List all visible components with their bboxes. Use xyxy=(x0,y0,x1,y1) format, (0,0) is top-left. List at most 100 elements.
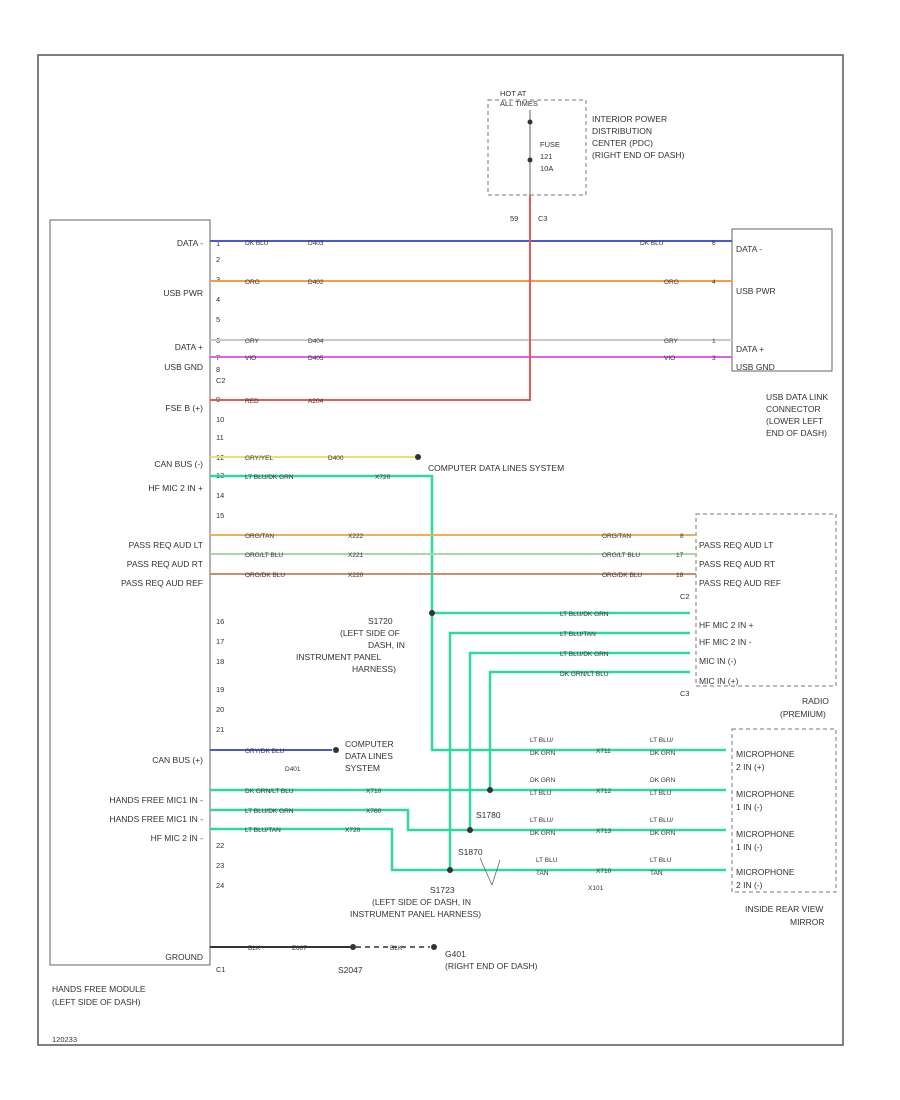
splice-leader-2 xyxy=(491,859,501,886)
splice-s1723 xyxy=(447,867,453,873)
wire-label: ORG/TAN xyxy=(602,533,631,540)
wire-label: LT BLU/TAN xyxy=(560,631,596,638)
ground-point-label: G401 xyxy=(445,949,466,959)
wire-label: DK GRN xyxy=(650,777,676,784)
wire-circuit: X221 xyxy=(348,552,364,559)
wire-circuit: D405 xyxy=(308,355,324,362)
wire-label: GRY xyxy=(664,338,679,345)
wire-label: ORG/TAN xyxy=(245,533,274,540)
radio-pin-hf-mic2-plus: HF MIC 2 IN + xyxy=(699,620,754,630)
wire-label: LT BLU/ xyxy=(650,817,673,824)
mirror-circuit: X711 xyxy=(596,748,611,755)
hfm-pin-pass-rt: PASS REQ AUD RT xyxy=(127,559,203,569)
radio-conn-c2: C2 xyxy=(680,592,690,601)
hfm-pin-mic1-b: HANDS FREE MIC1 IN - xyxy=(109,814,203,824)
wire-circuit: D404 xyxy=(308,338,324,345)
wire-circuit: X222 xyxy=(348,533,364,540)
wire-label: LT BLU/TAN xyxy=(245,827,281,834)
cdl-label-1: COMPUTER DATA LINES SYSTEM xyxy=(428,463,564,473)
pin-num: 19 xyxy=(216,685,224,694)
hfm-pin-mic1-a: HANDS FREE MIC1 IN - xyxy=(109,795,203,805)
splice-s1780 xyxy=(487,787,493,793)
mirror-mic-3: MICROPHONE xyxy=(736,829,795,839)
wire-label: ORG/LT BLU xyxy=(602,552,640,559)
pin-num: 8 xyxy=(216,365,220,374)
pin-num: 15 xyxy=(216,511,224,520)
wire-circuit: X720 xyxy=(345,827,361,834)
pdc-hot-at: HOT AT xyxy=(500,89,527,98)
wire-label: LT BLU/ xyxy=(650,737,673,744)
mirror-circuit: X713 xyxy=(596,828,612,835)
splice-s1720-loc-3: INSTRUMENT PANEL xyxy=(296,652,381,662)
wire-label: DK GRN/LT BLU xyxy=(560,671,609,678)
pdc-name-4: (RIGHT END OF DASH) xyxy=(592,150,685,160)
wire-circuit: X710 xyxy=(366,788,382,795)
usb-name-1: USB DATA LINK xyxy=(766,392,828,402)
diagram-code: 120233 xyxy=(52,1035,77,1044)
wire-label: DK BLU xyxy=(245,240,269,247)
radio-pin-pass-lt: PASS REQ AUD LT xyxy=(699,540,773,550)
wire-label: DK GRN xyxy=(650,750,676,757)
ground-splice-label: S2047 xyxy=(338,965,363,975)
pin-num: 21 xyxy=(216,725,224,734)
hfm-conn-c1: C1 xyxy=(216,965,226,974)
wire-label: LT BLU xyxy=(650,857,672,864)
usb-name-4: END OF DASH) xyxy=(766,428,827,438)
wire-pin: 17 xyxy=(676,552,684,559)
pin-num: 17 xyxy=(216,637,224,646)
splice-s1720-loc-4: HARNESS) xyxy=(352,664,396,674)
wire-label: GRY/DK BLU xyxy=(245,748,285,755)
pin-num: 20 xyxy=(216,705,224,714)
pdc-pin: 59 xyxy=(510,214,518,223)
wire-label: ORG xyxy=(245,279,260,286)
wire-label: GRY xyxy=(245,338,260,345)
radio-premium: (PREMIUM) xyxy=(780,709,826,719)
wire-label: LT BLU xyxy=(536,857,558,864)
wire-label: DK GRN xyxy=(530,777,556,784)
pin-num: 1 xyxy=(216,239,220,248)
fuse-node-top xyxy=(527,119,533,125)
wire-circuit: D400 xyxy=(328,455,344,462)
usb-pin-gnd: USB GND xyxy=(736,362,775,372)
wire-circuit: D403 xyxy=(308,240,324,247)
wire-circuit: X720 xyxy=(375,474,391,481)
radio-pin-mic-in-minus: MIC IN (-) xyxy=(699,656,736,666)
mirror-mic-1: MICROPHONE xyxy=(736,749,795,759)
wire-circuit: A204 xyxy=(308,398,324,405)
splice-s1723-label: S1723 xyxy=(430,885,455,895)
pin-num: 14 xyxy=(216,491,224,500)
mirror-mic-2: MICROPHONE xyxy=(736,789,795,799)
hfm-pin-labels: DATA - USB PWR DATA + USB GND FSE B (+) … xyxy=(109,238,203,962)
cdl-connector-1 xyxy=(415,454,421,460)
hfm-pin-usb-pwr: USB PWR xyxy=(163,288,203,298)
hfm-pin-hf-mic2-minus: HF MIC 2 IN - xyxy=(151,833,204,843)
pin-num: 2 xyxy=(216,255,220,264)
pin-num: 22 xyxy=(216,841,224,850)
pin-num: 16 xyxy=(216,617,224,626)
pdc-box xyxy=(487,99,587,196)
wire-pin: 1 xyxy=(712,338,716,345)
ground-location: (RIGHT END OF DASH) xyxy=(445,961,538,971)
wire-label: LT BLU xyxy=(530,790,552,797)
wire-mic2-minus xyxy=(210,827,726,872)
pdc-all-times: ALL TIMES xyxy=(500,99,538,108)
hfm-pin-data-plus: DATA + xyxy=(175,342,203,352)
cdl-connector-2 xyxy=(333,747,339,753)
cdl-label-2a: COMPUTER xyxy=(345,739,394,749)
wire-label: LT BLU/DK GRN xyxy=(560,611,609,618)
hfm-pin-can-minus: CAN BUS (-) xyxy=(154,459,203,469)
wire-circuit: Z607 xyxy=(292,945,307,952)
wire-pin: 6 xyxy=(712,240,716,247)
mirror-name-1: INSIDE REAR VIEW xyxy=(745,904,823,914)
wire-label: DK GRN xyxy=(530,830,556,837)
wire-radio-mic-d xyxy=(488,670,690,790)
pdc-name-3: CENTER (PDC) xyxy=(592,138,653,148)
wire-label: TAN xyxy=(536,870,549,877)
hfm-pin-fse: FSE B (+) xyxy=(165,403,203,413)
wire-radio-mic-c xyxy=(468,651,690,830)
wire-label: DK GRN xyxy=(650,830,676,837)
hfm-pin-ground: GROUND xyxy=(165,952,203,962)
usb-name-3: (LOWER LEFT xyxy=(766,416,823,426)
wire-label: BLK xyxy=(248,945,261,952)
splice-leader-1 xyxy=(479,857,493,886)
